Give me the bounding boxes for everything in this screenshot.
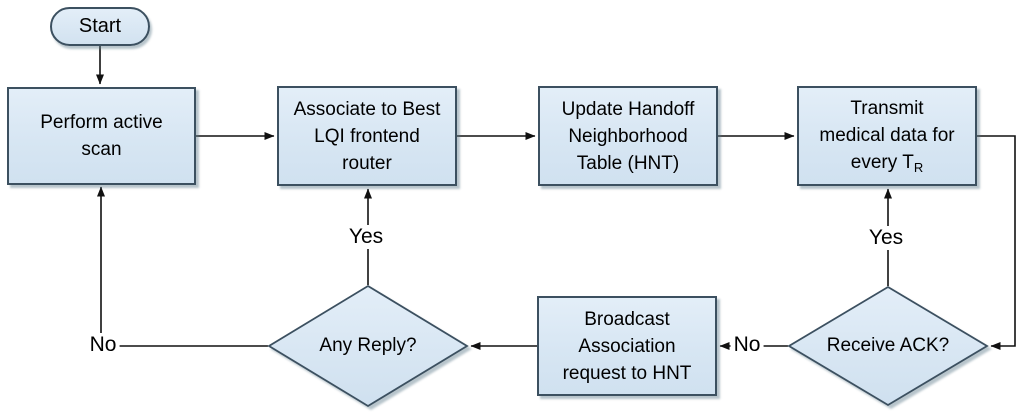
- edge-label-receive-ack-no: No: [730, 333, 764, 357]
- process-transmit-medical-data: Transmit medical data for every TR: [797, 86, 977, 186]
- edge-label-any-reply-no: No: [86, 333, 120, 357]
- process-label: Transmit medical data for every TR: [819, 98, 955, 175]
- diamond-shape: [267, 284, 469, 408]
- terminator-start-label: Start: [78, 15, 122, 37]
- process-perform-active-scan: Perform active scan: [7, 87, 196, 185]
- diamond-shape: [787, 285, 989, 407]
- process-update-handoff-table: Update Handoff Neighborhood Table (HNT): [538, 86, 718, 186]
- decision-receive-ack: Receive ACK?: [787, 285, 989, 407]
- connector-any-reply-no-to-perform-scan: [97, 186, 268, 347]
- process-label: Associate to Best LQI frontend router: [293, 98, 441, 174]
- subscript-r: R: [913, 160, 924, 175]
- process-label: Perform active scan: [40, 112, 163, 160]
- process-broadcast-association-request: Broadcast Association request to HNT: [537, 296, 717, 396]
- edge-label-receive-ack-yes: Yes: [865, 226, 907, 250]
- decision-label: Any Reply?: [319, 335, 417, 356]
- connector-transmit-to-receive-ack: [977, 135, 1016, 350]
- edge-label-any-reply-yes: Yes: [345, 225, 387, 249]
- decision-label: Receive ACK?: [826, 335, 950, 356]
- process-associate-best-lqi: Associate to Best LQI frontend router: [277, 86, 457, 186]
- process-label: Broadcast Association request to HNT: [562, 308, 692, 384]
- decision-any-reply: Any Reply?: [267, 284, 469, 408]
- terminator-start: Start: [50, 7, 150, 46]
- process-label: Update Handoff Neighborhood Table (HNT): [561, 98, 695, 174]
